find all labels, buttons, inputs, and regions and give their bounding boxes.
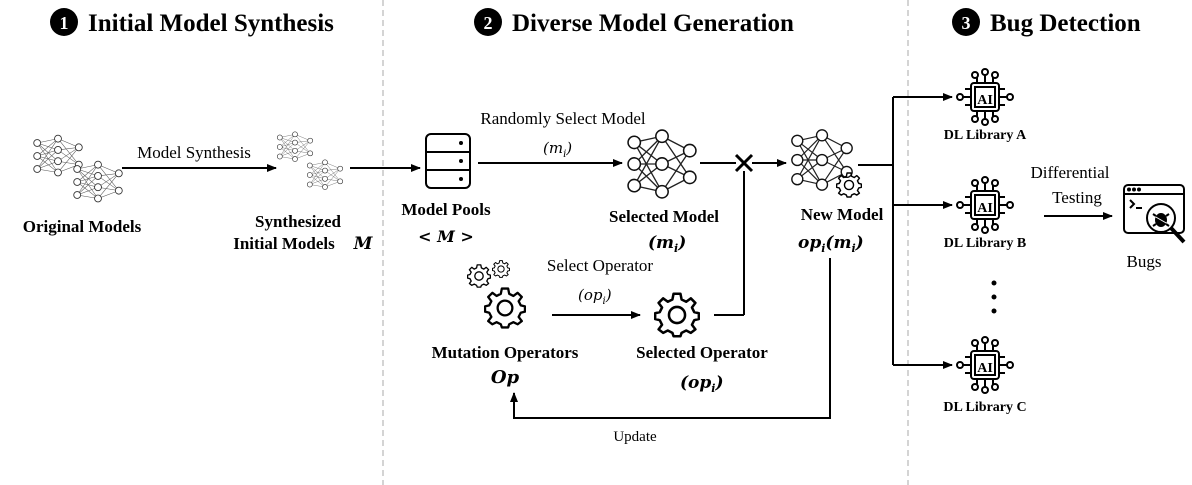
- stage-header-3: 3 Bug Detection: [952, 8, 1141, 37]
- update-feedback-arrow: [510, 258, 831, 419]
- randomly-select-label: Randomly Select Model: [480, 109, 646, 128]
- library-c: AI DL Library C: [943, 336, 1027, 415]
- svg-text:AI: AI: [977, 361, 993, 376]
- bug-window-icon: [1123, 184, 1186, 244]
- vertical-ellipsis: [991, 280, 997, 314]
- svg-text:AI: AI: [977, 93, 993, 108]
- stage-header-1: 1 Initial Model Synthesis: [50, 8, 334, 37]
- library-a: AI DL Library A: [944, 68, 1027, 143]
- library-label: DL Library B: [944, 236, 1026, 251]
- library-label: DL Library C: [943, 400, 1026, 415]
- synthesized-label-line2: Initial Models: [233, 234, 335, 253]
- testing-label: Testing: [1052, 188, 1102, 207]
- new-model-symbol: opi(mi): [798, 233, 864, 255]
- svg-text:2: 2: [484, 13, 493, 33]
- svg-text:3: 3: [962, 13, 971, 33]
- model-pools-label: Model Pools: [401, 200, 491, 219]
- new-model-label: New Model: [801, 205, 884, 224]
- bugs-label: Bugs: [1127, 252, 1162, 271]
- synthesized-symbol: M: [353, 234, 374, 254]
- model-pools-symbol: < M >: [418, 227, 474, 246]
- selected-operator-symbol: (opi): [680, 373, 724, 395]
- model-synthesis-label: Model Synthesis: [137, 143, 251, 162]
- mutation-operators-symbol: Op: [491, 367, 520, 388]
- randomly-select-symbol: (mi): [543, 139, 572, 160]
- synthesized-model-network-icon: [306, 159, 344, 190]
- stage-title: Bug Detection: [990, 10, 1141, 37]
- mutation-operators-label: Mutation Operators: [432, 343, 579, 362]
- update-label: Update: [613, 429, 657, 445]
- gear-icon: [492, 260, 510, 278]
- combine-cross-icon: [734, 153, 754, 173]
- select-operator-symbol: (opi): [578, 286, 612, 307]
- differential-label: Differential: [1031, 163, 1110, 182]
- synthesized-model-network-icon: [276, 131, 314, 162]
- database-icon: [425, 133, 471, 189]
- library-label: DL Library A: [944, 128, 1027, 143]
- select-operator-label: Select Operator: [547, 256, 654, 275]
- stage-title: Diverse Model Generation: [512, 10, 794, 37]
- stage-title: Initial Model Synthesis: [88, 10, 334, 37]
- gear-icon: [467, 264, 491, 288]
- new-model-network-icon: [791, 129, 853, 191]
- stage-header-2: 2 Diverse Model Generation: [474, 8, 794, 37]
- synthesized-label-line1: Synthesized: [255, 212, 342, 231]
- selected-model-label: Selected Model: [609, 207, 719, 226]
- gear-icon: [484, 287, 526, 329]
- library-b: AI DL Library B: [944, 176, 1026, 251]
- gear-icon: [654, 292, 700, 338]
- svg-text:AI: AI: [977, 201, 993, 216]
- svg-text:1: 1: [60, 13, 69, 33]
- selected-operator-label: Selected Operator: [636, 343, 768, 362]
- selected-model-network-icon: [627, 129, 697, 199]
- selected-model-symbol: (mi): [648, 233, 686, 255]
- original-models-label: Original Models: [23, 217, 142, 236]
